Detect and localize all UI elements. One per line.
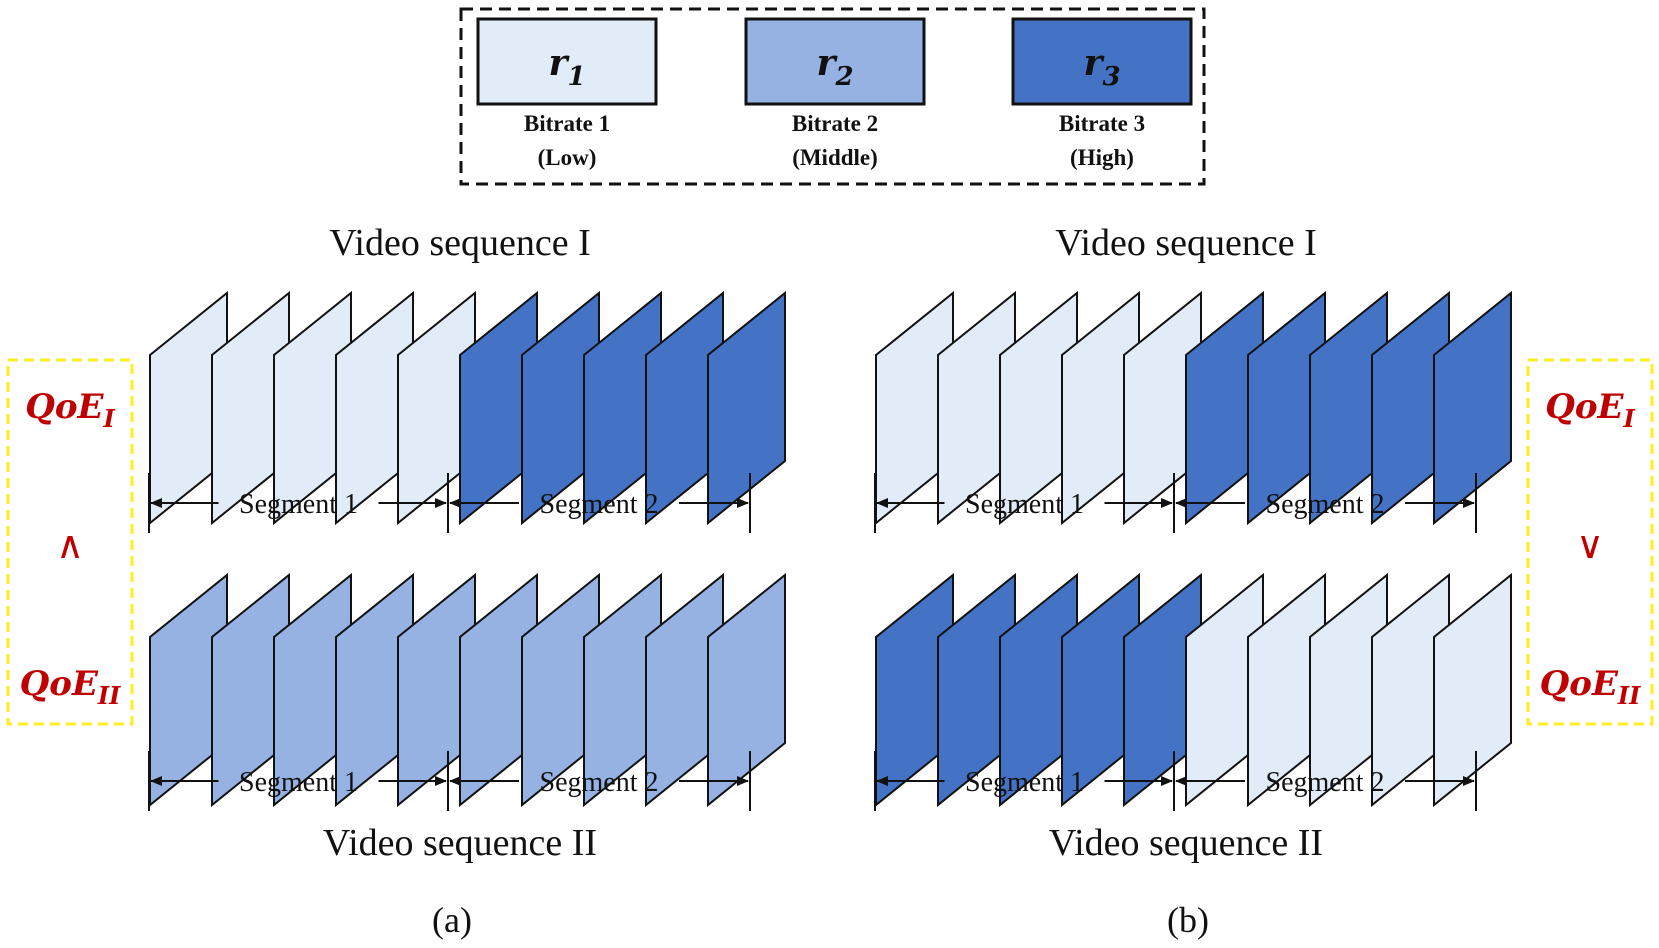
legend-border: [459, 7, 1206, 186]
segment-dimensions: Segment 1 Segment 2: [148, 751, 751, 811]
qoe-comparison: QoEI ∧ QoEII: [6, 358, 134, 726]
legend-label-r1: Bitrate 1: [524, 111, 610, 136]
video-frame-r2: [707, 572, 786, 808]
legend-symbol-r1: r1: [548, 42, 585, 92]
qoe-box: [6, 358, 134, 726]
video-sequence-1: Video sequence I Segment 1 Segment 2: [148, 222, 786, 533]
segment-label: Segment 2: [1266, 489, 1385, 520]
segment-label: Segment 2: [1266, 767, 1385, 798]
qoe-sequence-2: QoEII: [20, 664, 121, 710]
qoe-sequence-2: QoEII: [1540, 664, 1641, 710]
segment-dimensions: Segment 1 Segment 2: [874, 473, 1477, 533]
video-sequence-2: Video sequence II Segment 1 Segment 2: [874, 572, 1512, 864]
segment-label: Segment 1: [965, 489, 1084, 520]
legend-symbol-r3: r3: [1083, 42, 1120, 92]
legend-swatch-r3: [1011, 17, 1193, 106]
segment-label: Segment 1: [239, 767, 358, 798]
segment-label: Segment 2: [540, 489, 659, 520]
sequence-title: Video sequence I: [1055, 222, 1317, 264]
legend-symbol-r2: r2: [816, 42, 853, 92]
video-sequence-1: Video sequence I Segment 1 Segment 2: [874, 222, 1512, 533]
video-frame-r3: [1433, 290, 1512, 526]
qoe-sequence-1: QoEI: [25, 387, 115, 433]
video-frame-r3: [707, 290, 786, 526]
legend-level-r2: (Middle): [792, 145, 878, 170]
segment-label: Segment 1: [965, 767, 1084, 798]
panel-label: (a): [432, 900, 472, 940]
legend-level-r3: (High): [1070, 145, 1134, 170]
qoe-comparison-operator: ∧: [56, 523, 84, 567]
qoe-sequence-1: QoEI: [1545, 387, 1635, 433]
legend-label-r2: Bitrate 2: [792, 111, 878, 136]
video-sequence-2: Video sequence II Segment 1 Segment 2: [148, 572, 786, 864]
qoe-box: [1526, 358, 1654, 726]
video-frame-r1: [1433, 572, 1512, 808]
sequence-title: Video sequence I: [329, 222, 591, 264]
segment-label: Segment 2: [540, 767, 659, 798]
legend-swatch-r1: [476, 17, 658, 106]
qoe-comparison: QoEI ∨ QoEII: [1526, 358, 1654, 726]
legend-level-r1: (Low): [538, 145, 597, 170]
sequence-title: Video sequence II: [1049, 822, 1323, 864]
panel-label: (b): [1167, 900, 1209, 940]
legend-label-r3: Bitrate 3: [1059, 111, 1145, 136]
segment-dimensions: Segment 1 Segment 2: [874, 751, 1477, 811]
segment-dimensions: Segment 1 Segment 2: [148, 473, 751, 533]
qoe-comparison-operator: ∨: [1576, 523, 1604, 567]
sequence-title: Video sequence II: [323, 822, 597, 864]
segment-label: Segment 1: [239, 489, 358, 520]
legend-swatch-r2: [744, 17, 926, 106]
